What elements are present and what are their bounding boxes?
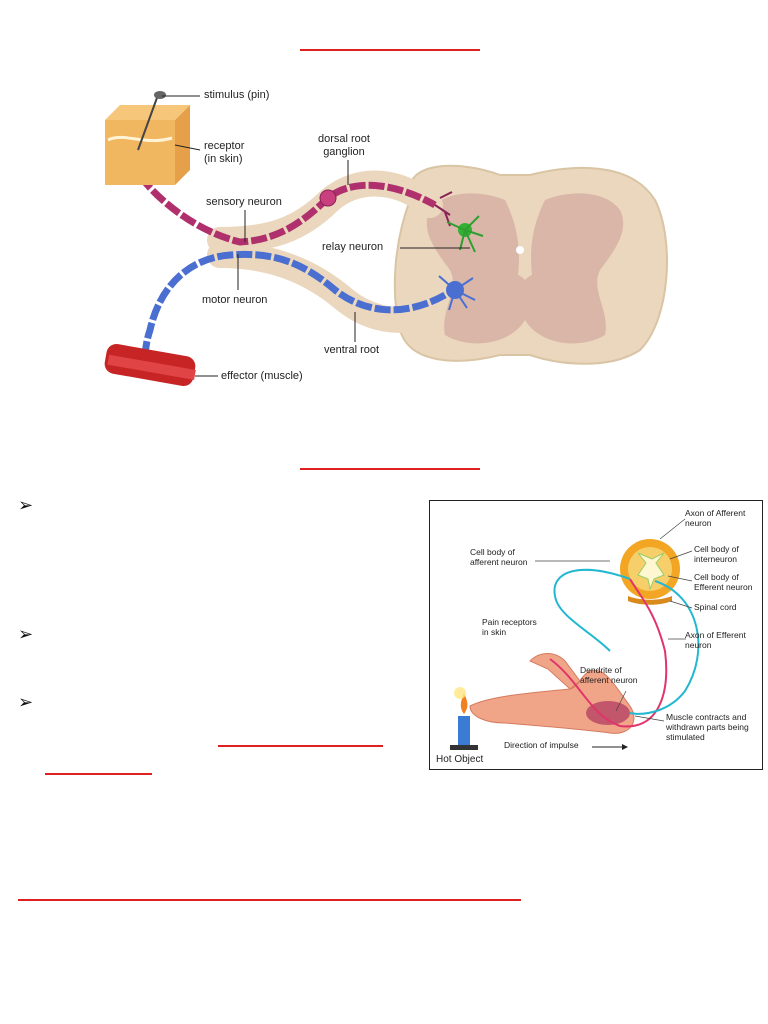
reflex-withdrawal-figure: Axon of Afferent neuron Cell body of aff… [429, 500, 763, 770]
label-motor-neuron: motor neuron [202, 294, 268, 306]
sensory-neuron-fibre [126, 158, 437, 246]
text-underline-2 [45, 773, 152, 775]
label-muscle-contracts: Muscle contracts and withdrawn parts bei… [666, 712, 749, 742]
bullet-2: ➢ [18, 624, 34, 645]
heading-underline-3 [18, 899, 521, 901]
label-receptor: receptor (in skin) [204, 140, 245, 165]
reflex-arc-diagram [104, 91, 668, 387]
label-dendrite-afferent: Dendrite of afferent neuron [580, 665, 638, 685]
afferent-path [549, 578, 668, 728]
label-spinal-cord: Spinal cord [694, 602, 737, 612]
label-hot-object: Hot Object [436, 754, 484, 765]
bullet-1: ➢ [18, 495, 34, 516]
motor-neuron-fibre [141, 250, 447, 366]
label-cell-body-efferent: Cell body of Efferent neuron [694, 572, 753, 592]
skin-block [105, 105, 190, 185]
dorsal-root-ganglion-cell [319, 189, 337, 207]
label-cell-body-interneuron: Cell body of interneuron [694, 544, 739, 564]
text-underline-1 [218, 745, 383, 747]
label-dorsal-root-ganglion: dorsal root ganglion [318, 133, 370, 158]
label-pain-receptors: Pain receptors in skin [482, 617, 537, 637]
heading-underline-2 [300, 468, 480, 470]
label-effector: effector (muscle) [221, 370, 303, 382]
muscle-bundle [104, 343, 196, 387]
label-relay-neuron: relay neuron [322, 241, 384, 253]
spinal-cord-section [393, 164, 668, 365]
label-sensory-neuron: sensory neuron [206, 196, 282, 208]
label-ventral-root: ventral root [324, 344, 380, 356]
pin [137, 94, 159, 151]
label-direction-impulse: Direction of impulse [504, 740, 579, 750]
reflex-withdrawal-diagram [450, 518, 700, 750]
label-stimulus: stimulus (pin) [204, 89, 270, 101]
label-cell-body-afferent: Cell body of afferent neuron [470, 547, 528, 567]
candle [458, 716, 470, 746]
heading-underline-1 [300, 49, 480, 51]
label-axon-afferent: Axon of Afferent neuron [685, 508, 746, 528]
bullet-3: ➢ [18, 692, 34, 713]
label-axon-efferent: Axon of Efferent neuron [685, 630, 746, 650]
efferent-path [553, 568, 700, 715]
